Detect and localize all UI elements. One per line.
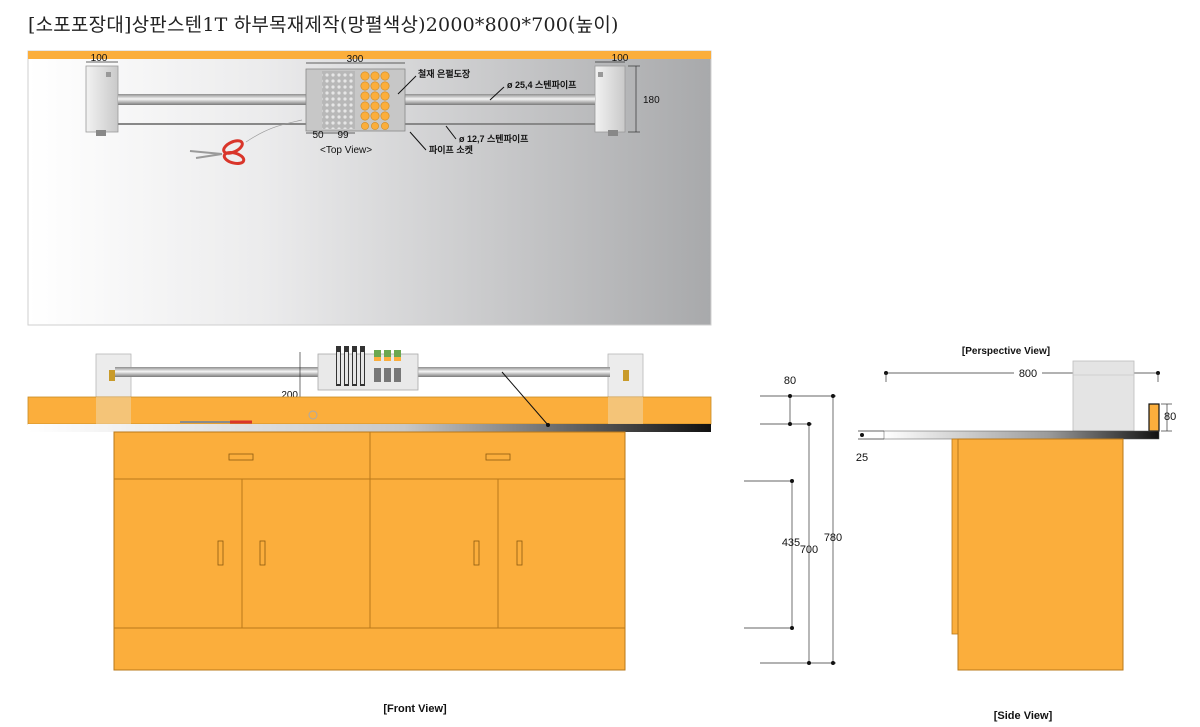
left-end-bracket: 100 (85, 53, 119, 136)
dim-80-side: 80 (1164, 411, 1176, 423)
perspective-caption: [Perspective View] (962, 346, 1050, 357)
side-view: [Perspective View] 800 80 25 [Side View] (856, 346, 1176, 722)
dim-99: 99 (337, 130, 349, 141)
callout-socket: 파이프 소켓 (409, 131, 474, 155)
door-handle-3 (473, 540, 480, 566)
dim-435: 435 (782, 537, 800, 549)
page-title: [소포포장대]상판스텐1T 하부목재제작(망펼색상)2000*800*700(높… (28, 14, 619, 36)
scissors-icon (189, 119, 303, 165)
right-end-bracket: 100 180 (594, 53, 660, 136)
side-view-caption: [Side View] (994, 710, 1053, 722)
dim-50: 50 (312, 130, 324, 141)
drawer-handle-right (485, 453, 511, 461)
front-view-caption: [Front View] (383, 703, 447, 715)
front-pipe-right (418, 367, 610, 377)
svg-text:철재 은펄도장: 철재 은펄도장 (418, 68, 471, 79)
dim-180: 180 (643, 95, 660, 106)
dim-700: 700 (800, 544, 818, 556)
callout-paint: 철재 은펄도장 (397, 68, 471, 95)
height-dimensions: 80 435 700 780 (744, 375, 842, 665)
pipe-25-left (118, 94, 306, 105)
tape-rolls (360, 71, 390, 130)
dim-780: 780 (824, 532, 842, 544)
dim-300: 300 (347, 54, 364, 65)
callout-pipe-254: ø 25,4 스텐파이프 (489, 79, 577, 101)
svg-text:ø 12,7 스텐파이프: ø 12,7 스텐파이프 (459, 133, 529, 144)
front-view: 200 [Front View] (27, 346, 712, 715)
dim-80-top: 80 (784, 375, 796, 387)
top-view-panel: 100 100 180 (27, 50, 712, 326)
dim-200: 200 (281, 390, 298, 401)
door-handle-2 (259, 540, 266, 566)
center-tape-holder: 300 50 99 <Top View> (305, 54, 406, 156)
pipe-25-right (405, 94, 595, 105)
side-cabinet (957, 438, 1124, 671)
door-handle-4 (516, 540, 523, 566)
dim-100-right: 100 (612, 53, 629, 64)
dim-100-left: 100 (91, 53, 108, 64)
front-back-board (27, 396, 712, 425)
dim-25: 25 (856, 452, 868, 464)
side-steel-top (883, 430, 1160, 440)
callout-pipe-127: ø 12,7 스텐파이프 (445, 125, 529, 144)
front-steel-top (28, 424, 711, 432)
svg-text:파이프 소켓: 파이프 소켓 (429, 144, 474, 155)
side-back-board (1148, 403, 1160, 432)
top-view-caption: <Top View> (320, 145, 372, 156)
front-cabinet (113, 431, 626, 671)
door-handle-1 (217, 540, 224, 566)
front-pipe-left (115, 367, 318, 377)
front-tape-holder (317, 346, 419, 391)
svg-text:ø 25,4 스텐파이프: ø 25,4 스텐파이프 (507, 79, 577, 90)
side-holder-box (1072, 360, 1135, 432)
drawer-handle-left (228, 453, 254, 461)
dim-800: 800 (1019, 368, 1037, 380)
